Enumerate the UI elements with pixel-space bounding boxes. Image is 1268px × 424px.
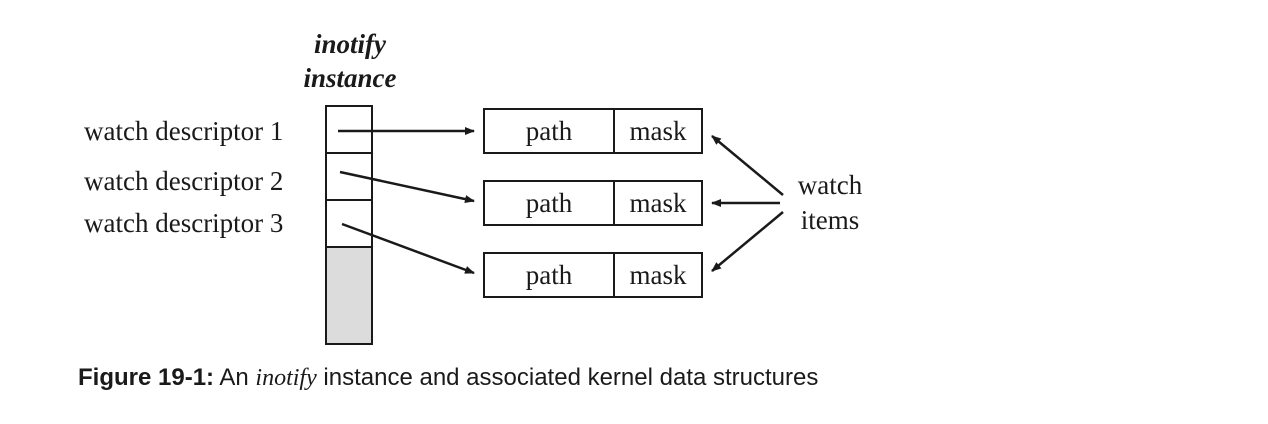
inotify-instance-title-line2: instance	[303, 62, 397, 93]
watch-item-2-mask-cell: mask	[629, 187, 687, 218]
watch-descriptor-3-label: watch descriptor 3	[84, 208, 284, 238]
instance-cell-1	[327, 107, 371, 154]
instance-cell-3	[327, 201, 371, 248]
watch-item-2-path-cell: path	[485, 182, 615, 224]
watch-items-label: watch items	[788, 168, 872, 238]
figure-caption: Figure 19-1: An inotify instance and ass…	[78, 364, 818, 392]
arrow-watchitems-to-item1	[711, 135, 784, 196]
inotify-instance-title: inotify instance	[278, 28, 422, 96]
watch-item-box-3: path mask	[483, 252, 703, 298]
inotify-instance-title-line1: inotify	[314, 29, 386, 59]
watch-items-label-line1: watch	[797, 170, 863, 200]
instance-cell-unused-shaded	[327, 248, 371, 343]
figure-caption-after-italic: instance and associated kernel data stru…	[323, 364, 819, 391]
arrow-watchitems-to-item3	[711, 211, 784, 272]
watch-item-box-2: path mask	[483, 180, 703, 226]
watch-descriptor-1-label: watch descriptor 1	[84, 116, 284, 146]
watch-descriptor-2-label: watch descriptor 2	[84, 166, 284, 196]
figure-caption-number: Figure 19-1:	[78, 364, 215, 391]
figure-caption-italic-term: inotify	[255, 365, 317, 391]
watch-item-3-mask-cell: mask	[629, 259, 687, 290]
figure-caption-before-italic: An	[219, 364, 249, 391]
watch-item-box-1: path mask	[483, 108, 703, 154]
watch-items-label-line2: items	[800, 205, 860, 236]
instance-cell-2	[327, 154, 371, 201]
inotify-instance-column	[325, 105, 373, 345]
watch-item-1-path-cell: path	[485, 110, 615, 152]
watch-item-1-mask-cell: mask	[629, 115, 687, 146]
watch-item-3-path-cell: path	[485, 254, 615, 296]
